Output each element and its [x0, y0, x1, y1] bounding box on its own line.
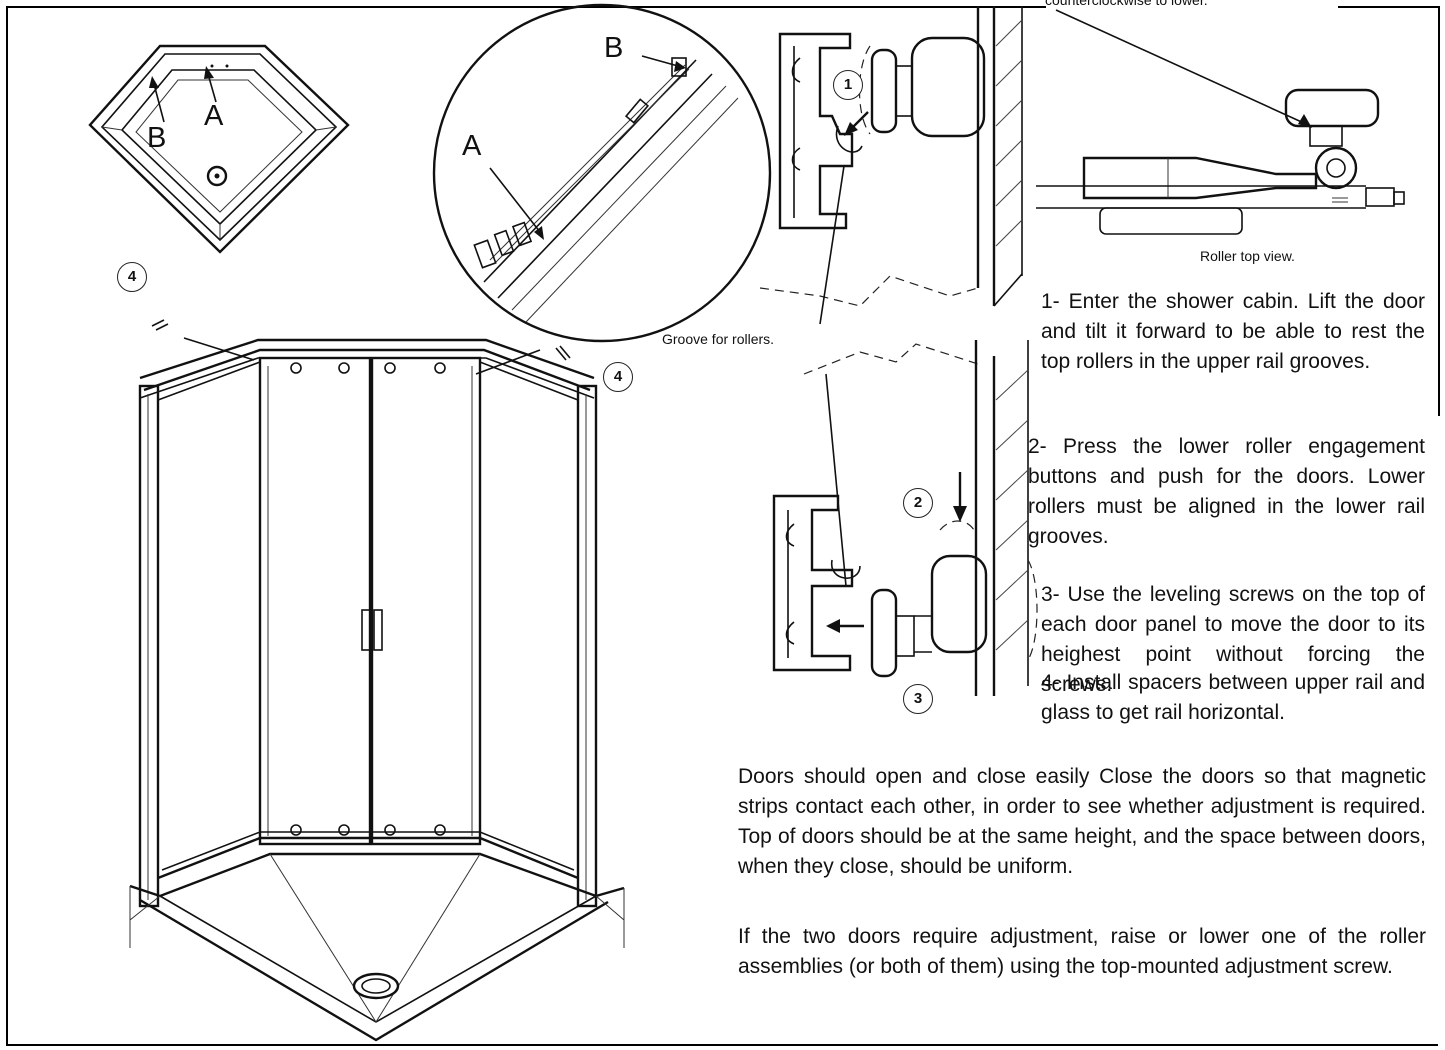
header-cutoff-text: counterclockwise to lower.	[1045, 0, 1208, 8]
frame-top-line-right	[1338, 6, 1438, 8]
step-badge-3: 3	[903, 684, 933, 714]
step-badge-2: 2	[903, 488, 933, 518]
frame-top-line	[6, 6, 1046, 8]
roller-top-view-drawing	[1036, 9, 1405, 235]
step-badge-4-left: 4	[117, 262, 147, 292]
step-badge-4-right: 4	[603, 362, 633, 392]
instruction-step-2: 2- Press the lower roller engagement but…	[1028, 435, 1425, 548]
instruction-step-1: 1- Enter the shower cabin. Lift the door…	[1041, 290, 1425, 373]
adjustment-paragraph-2: If the two doors require adjustment, rai…	[738, 925, 1426, 978]
shower-enclosure-drawing	[129, 319, 625, 1042]
adjustment-paragraph-1: Doors should open and close easily Close…	[738, 765, 1426, 878]
instruction-step-4: 4- Install spacers between upper rail an…	[1041, 671, 1425, 724]
groove-caption: Groove for rollers.	[662, 331, 775, 347]
rail-detail-circle-drawing	[432, 3, 772, 343]
instruction-step-3: 3- Use the leveling screws on the top of…	[1041, 583, 1425, 696]
detail-label-a: A	[462, 130, 482, 162]
lower-roller-section-drawing	[772, 340, 1038, 696]
tray-top-view-drawing	[88, 44, 350, 254]
tray-label-b: B	[147, 122, 167, 154]
tray-label-a: A	[204, 100, 224, 132]
frame-right-line	[1438, 6, 1440, 171]
upper-roller-section-drawing	[759, 6, 1023, 325]
page-frame	[6, 6, 1438, 1046]
roller-top-view-caption: Roller top view.	[1200, 248, 1295, 264]
step-badge-1: 1	[833, 70, 863, 100]
detail-label-b: B	[604, 32, 624, 64]
frame-right-line-lower	[1438, 171, 1440, 416]
